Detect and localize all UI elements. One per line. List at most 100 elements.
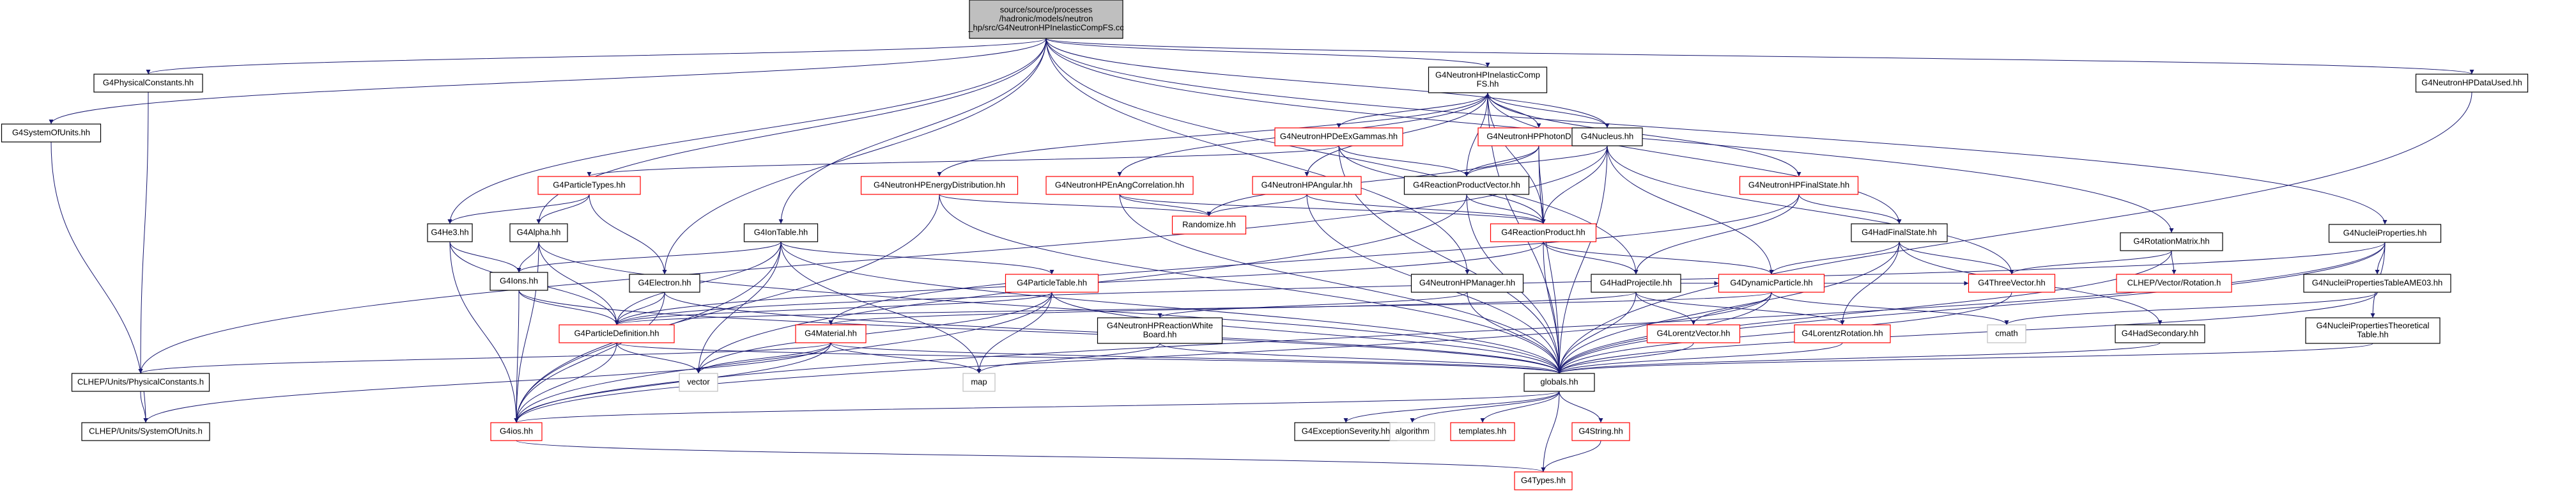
edge-deexgammas-to-rpvector (1338, 145, 1469, 177)
node-randomize[interactable]: Randomize.hh (1171, 215, 1247, 235)
node-map-label-0: map (971, 377, 987, 386)
node-reactionproduct[interactable]: G4ReactionProduct.hh (1490, 223, 1597, 242)
node-nptheor-label-0: G4NucleiPropertiesTheoretical (2316, 320, 2429, 330)
node-nptheor-label-1: Table.hh (2357, 329, 2388, 339)
node-photondist[interactable]: G4NeutronHPPhotonDist.hh (1477, 127, 1600, 146)
edge-hpmanager-to-globals (1467, 292, 1562, 374)
edge-deexgammas-to-particletypes (587, 145, 1339, 177)
node-hadfinalstate[interactable]: G4HadFinalState.hh (1851, 223, 1948, 242)
node-angcorr[interactable]: G4NeutronHPEnAngCorrelation.hh (1045, 176, 1194, 195)
node-g4ios[interactable]: G4ios.hh (490, 422, 543, 441)
edge-reactionproduct-to-globals (1543, 241, 1562, 374)
edge-material-to-map (830, 342, 982, 374)
node-clhepvecrot-label-0: CLHEP/Vector/Rotation.h (2127, 278, 2221, 287)
edge-threevector-to-globals (1557, 292, 2012, 374)
node-clhepconst[interactable]: CLHEP/Units/PhysicalConstants.h (71, 373, 210, 392)
node-hadsecondary[interactable]: G4HadSecondary.hh (2115, 324, 2205, 343)
node-particletypes[interactable]: G4ParticleTypes.hh (537, 176, 641, 195)
node-clhepvecrot[interactable]: CLHEP/Vector/Rotation.h (2116, 274, 2232, 293)
node-pdef[interactable]: G4ParticleDefinition.hh (559, 324, 675, 343)
node-hadprojectile[interactable]: G4HadProjectile.hh (1591, 274, 1681, 293)
node-electron[interactable]: G4Electron.hh (629, 274, 700, 293)
node-lorentzrot[interactable]: G4LorentzRotation.hh (1794, 324, 1891, 343)
node-rotmatrix-label-0: G4RotationMatrix.hh (2133, 236, 2209, 246)
edge-root-to-hpmanager (1045, 38, 1470, 275)
node-globals-box (1523, 373, 1595, 392)
node-sysunits-box (1, 123, 102, 143)
node-nucprops[interactable]: G4NucleiProperties.hh (2328, 224, 2442, 243)
node-inelfs[interactable]: G4NeutronHPInelasticCompFS.hh (1428, 67, 1548, 93)
edge-reactionproduct-to-hadprojectile (1543, 241, 1639, 275)
node-rpvector[interactable]: G4ReactionProductVector.hh (1403, 176, 1530, 195)
node-alpha[interactable]: G4Alpha.hh (509, 223, 568, 242)
node-lorentzrot-label-0: G4LorentzRotation.hh (1801, 328, 1883, 338)
node-he3[interactable]: G4He3.hh (427, 223, 473, 242)
node-templates-box (1450, 422, 1515, 441)
node-angcorr-box (1045, 176, 1194, 195)
node-root: source/source/processes/hadronic/models/… (968, 0, 1124, 39)
edge-iontable-to-ions (516, 241, 782, 273)
edge-root-to-he3 (447, 38, 1047, 224)
node-rotmatrix[interactable]: G4RotationMatrix.hh (2120, 232, 2223, 251)
node-root-box (969, 0, 1123, 39)
node-rpvector-box (1403, 176, 1530, 195)
edge-particletable-to-map (976, 292, 1053, 374)
edge-iontable-to-map (780, 241, 982, 374)
node-globals[interactable]: globals.hh (1523, 373, 1595, 392)
edge-angcorr-to-randomize (1119, 194, 1212, 217)
edge-he3-to-ions (449, 241, 521, 273)
node-threevector[interactable]: G4ThreeVector.hh (1968, 274, 2056, 293)
edge-particletable-to-globals (1051, 292, 1562, 374)
node-dynparticle[interactable]: G4DynamicParticle.hh (1718, 274, 1825, 293)
node-exception[interactable]: G4ExceptionSeverity.hh (1294, 422, 1398, 441)
edge-dynparticle-to-g4ios (514, 292, 1772, 423)
edge-angcorr-to-reactionproduct (1119, 194, 1546, 224)
edge-iontable-to-globals (780, 241, 1562, 374)
edge-material-to-g4ios (514, 342, 831, 423)
node-physconst-label-0: G4PhysicalConstants.hh (103, 77, 194, 87)
node-hpdataused[interactable]: G4NeutronHPDataUsed.hh (2415, 74, 2529, 93)
edge-photondist-to-rpvector (1464, 145, 1539, 177)
node-clhepunits-label-0: CLHEP/Units/SystemOfUnits.h (89, 426, 203, 435)
node-nptame03[interactable]: G4NucleiPropertiesTableAME03.hh (2303, 274, 2451, 293)
node-physconst[interactable]: G4PhysicalConstants.hh (93, 74, 203, 93)
node-angular[interactable]: G4NeutronHPAngular.hh (1252, 176, 1362, 195)
edge-root-to-hadprojectile (1045, 38, 1639, 275)
node-deexgammas[interactable]: G4NeutronHPDeExGammas.hh (1274, 127, 1403, 146)
node-g4string[interactable]: G4String.hh (1571, 422, 1630, 441)
node-g4string-box (1571, 422, 1630, 441)
node-pdef-box (559, 324, 675, 343)
edge-particletable-to-vector (696, 292, 1053, 374)
node-sysunits[interactable]: G4SystemOfUnits.hh (1, 123, 102, 143)
edge-hadfinalstate-to-dynparticle (1769, 241, 1900, 275)
node-clhepconst-label-0: CLHEP/Units/PhysicalConstants.h (77, 377, 204, 386)
edge-particletypes-to-he3 (447, 194, 590, 224)
node-lorentzvec[interactable]: G4LorentzVector.hh (1646, 324, 1741, 343)
node-electron-label-0: G4Electron.hh (638, 278, 691, 287)
edge-particletypes-to-electron (589, 194, 667, 275)
node-g4types[interactable]: G4Types.hh (1514, 471, 1573, 490)
node-ions[interactable]: G4Ions.hh (490, 272, 548, 291)
node-finalstate-label-0: G4NeutronHPFinalState.hh (1748, 180, 1849, 189)
node-nucleus[interactable]: G4Nucleus.hh (1571, 127, 1643, 146)
edge-nucprops-to-globals (1557, 242, 2386, 374)
node-particletable[interactable]: G4ParticleTable.hh (1005, 274, 1099, 293)
node-iontable[interactable]: G4IonTable.hh (743, 223, 819, 242)
node-templates[interactable]: templates.hh (1450, 422, 1515, 441)
node-electron-box (629, 274, 700, 293)
edge-root-to-physconst (146, 38, 1047, 75)
node-cmath-label-0: cmath (1995, 328, 2017, 338)
node-clhepunits[interactable]: CLHEP/Units/SystemOfUnits.h (81, 422, 210, 441)
node-energydist[interactable]: G4NeutronHPEnergyDistribution.hh (860, 176, 1019, 195)
edge-nucleus-to-reactionproduct (1541, 145, 1608, 224)
node-hpmanager[interactable]: G4NeutronHPManager.hh (1410, 274, 1524, 293)
node-material[interactable]: G4Material.hh (795, 324, 867, 343)
node-deexgammas-label-0: G4NeutronHPDeExGammas.hh (1280, 131, 1398, 141)
node-dynparticle-label-0: G4DynamicParticle.hh (1730, 278, 1812, 287)
node-physconst-box (93, 74, 203, 93)
node-hadprojectile-label-0: G4HadProjectile.hh (1600, 278, 1672, 287)
edge-nucleus-to-dynparticle (1607, 145, 1774, 275)
node-finalstate[interactable]: G4NeutronHPFinalState.hh (1739, 176, 1859, 195)
